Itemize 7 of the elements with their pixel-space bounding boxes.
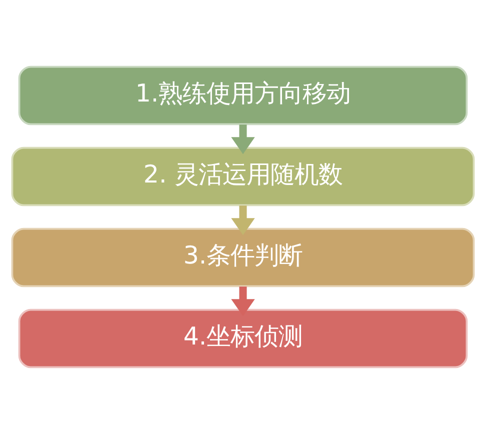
node-box: 2. 灵活运用随机数 [11,146,475,206]
arrow [231,206,255,236]
node-box: 1.熟练使用方向移动 [18,66,468,126]
node-box: 3.条件判断 [11,228,475,288]
arrow [231,124,255,154]
arrow [231,286,255,316]
node-box: 4.坐标侦测 [18,308,468,368]
